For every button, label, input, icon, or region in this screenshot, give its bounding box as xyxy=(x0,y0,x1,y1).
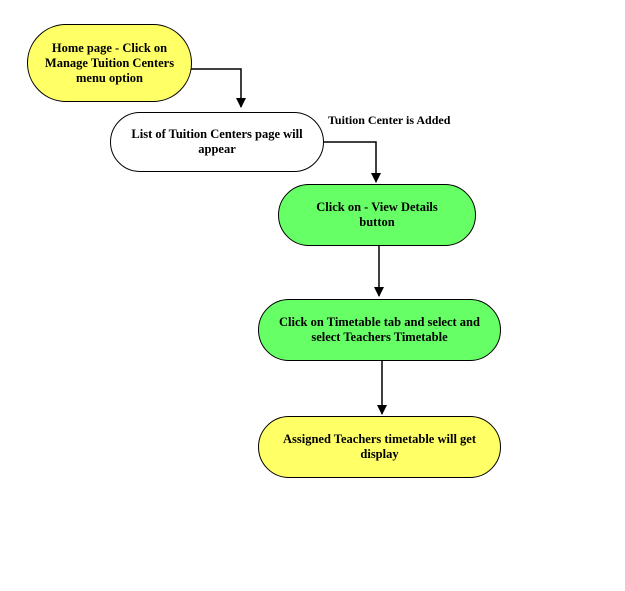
node-assigned-teachers-timetable-text: Assigned Teachers timetable will get dis… xyxy=(282,432,477,461)
node-home-page: Home page - Click on Manage Tuition Cent… xyxy=(27,24,192,102)
node-list-of-tuition-centers-text: List of Tuition Centers page will appear xyxy=(131,127,303,156)
node-view-details: Click on - View Details button xyxy=(278,184,476,246)
node-list-of-tuition-centers: List of Tuition Centers page will appear xyxy=(110,112,324,172)
edge-label-tuition-center-added: Tuition Center is Added xyxy=(328,113,451,127)
node-view-details-text: Click on - View Details button xyxy=(316,200,438,229)
node-assigned-teachers-timetable: Assigned Teachers timetable will get dis… xyxy=(258,416,501,478)
node-timetable-tab-text: Click on Timetable tab and select and se… xyxy=(279,315,480,344)
node-timetable-tab: Click on Timetable tab and select and se… xyxy=(258,299,501,361)
connector-home-to-list xyxy=(190,68,246,108)
node-home-page-text: Home page - Click on Manage Tuition Cent… xyxy=(44,40,175,85)
connector-list-to-view xyxy=(323,141,381,183)
